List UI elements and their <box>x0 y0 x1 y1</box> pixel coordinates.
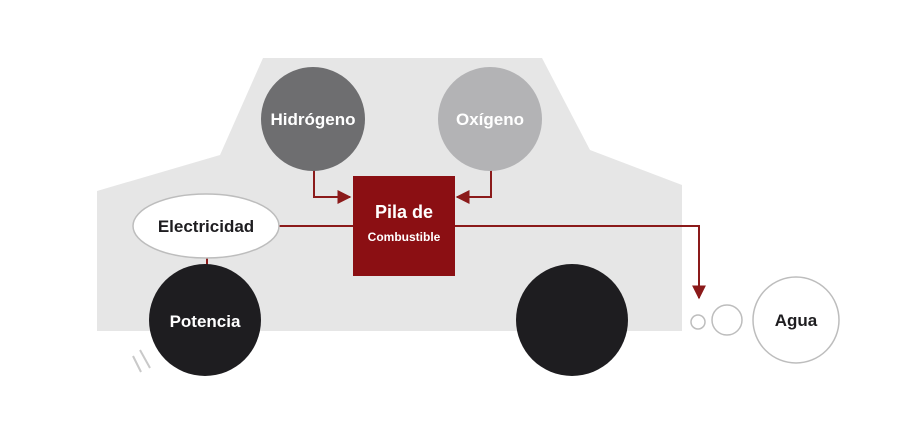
water-label: Agua <box>775 311 818 330</box>
arrow-fuel-cell-to-water <box>455 225 706 300</box>
hydrogen-node: Hidrógeno <box>261 67 365 171</box>
water-bubbles <box>690 304 743 336</box>
arrow-oxygen-to-fuel-cell <box>455 165 492 204</box>
power-node: Potencia <box>149 264 261 376</box>
arrow-hydrogen-to-fuel-cell <box>313 165 352 204</box>
electricity-node: Electricidad <box>132 193 280 259</box>
oxygen-label: Oxígeno <box>456 110 524 129</box>
motion-line <box>132 355 142 373</box>
fuel-cell-label-line1: Pila de <box>375 202 433 222</box>
motion-line <box>139 349 151 369</box>
electricity-label: Electricidad <box>158 217 254 236</box>
fuel-cell-node: Pila de Combustible <box>353 176 455 276</box>
hydrogen-label: Hidrógeno <box>271 110 356 129</box>
water-node: Agua <box>752 276 840 364</box>
fuel-cell-label-line2: Combustible <box>368 230 441 244</box>
power-label: Potencia <box>170 312 241 331</box>
oxygen-node: Oxígeno <box>438 67 542 171</box>
rear-wheel <box>516 264 628 376</box>
